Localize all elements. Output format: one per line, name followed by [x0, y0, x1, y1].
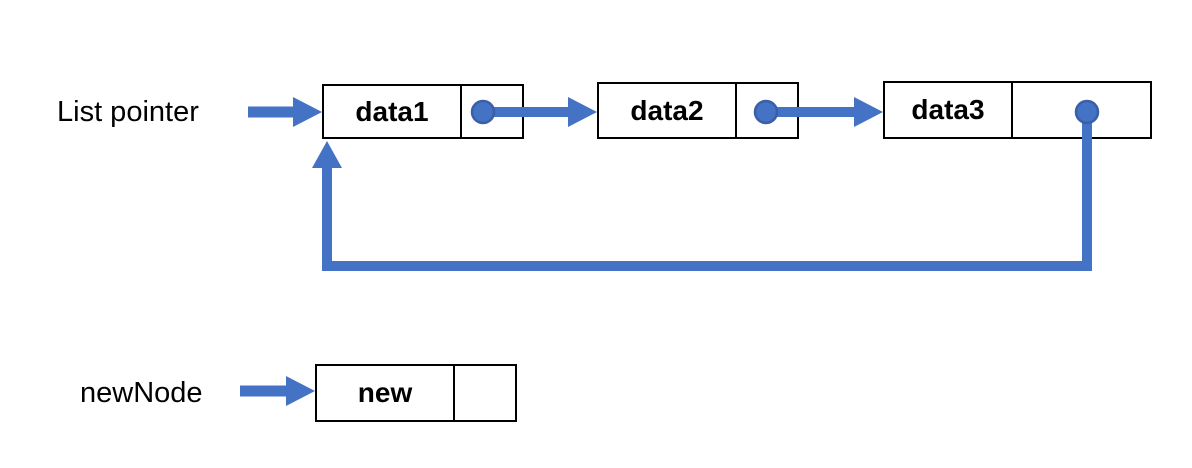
node-data2-pointer-cell	[735, 84, 797, 137]
node-new-value: new	[357, 377, 413, 408]
list-pointer-arrow	[248, 97, 322, 127]
node-data3-value: data3	[911, 94, 985, 125]
node-data2-value: data2	[630, 94, 704, 126]
node-data3-pointer-cell	[1011, 83, 1150, 137]
node-data1-value: data1	[355, 95, 429, 127]
node-data1: data1	[322, 84, 524, 139]
node-data2: data2	[597, 82, 799, 139]
node-new: new	[315, 364, 517, 422]
newnode-label: newNode	[80, 377, 203, 409]
list-pointer-label: List pointer	[57, 96, 199, 128]
node-data1-pointer-cell	[460, 86, 522, 137]
newnode-arrow	[240, 376, 315, 406]
node-data3: data3	[883, 81, 1152, 139]
node-new-pointer-cell	[453, 366, 515, 420]
